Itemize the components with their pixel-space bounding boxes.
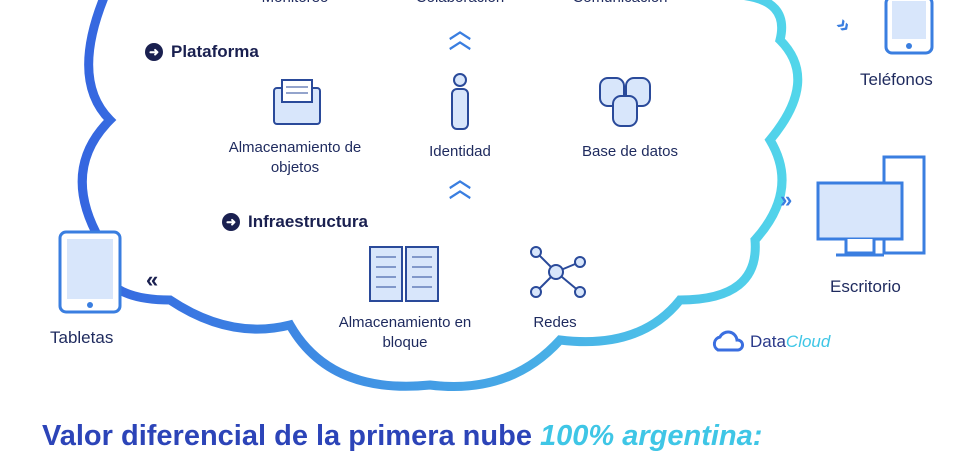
tablet-icon — [58, 230, 122, 314]
infrastructure-heading: ➜ Infraestructura — [222, 212, 368, 232]
infrastructure-title: Infraestructura — [248, 212, 368, 231]
network-label: Redes — [533, 314, 577, 331]
cloud-logo-icon — [712, 330, 745, 352]
arrow-right-icon: ➜ — [145, 43, 163, 61]
identity-label: Identidad — [429, 143, 491, 160]
arrow-right-icon: ➜ — [222, 213, 240, 231]
headline: Valor diferencial de la primera nube 100… — [42, 420, 762, 453]
network-icon — [530, 246, 586, 298]
tablets-label: Tabletas — [50, 328, 114, 347]
communication-label: Comunicación — [550, 0, 690, 8]
database-label: Base de datos — [582, 143, 678, 160]
chevron-up-icon: ︿︿ — [449, 167, 472, 202]
platform-title: Plataforma — [171, 42, 259, 61]
platform-heading: ➜ Plataforma — [145, 42, 259, 62]
phones-label: Teléfonos — [860, 70, 933, 89]
collaboration-label: Colaboración — [390, 0, 530, 8]
headline-main: Valor diferencial de la primera nube — [42, 420, 541, 452]
headline-highlight: 100% argentina: — [540, 420, 763, 452]
object-storage-label: Almacenamiento de objetos — [228, 139, 362, 176]
folder-icon — [273, 79, 321, 125]
chevron-up-icon: ︿︿ — [449, 18, 472, 53]
person-icon — [451, 73, 469, 130]
monitoring-label: Monitoreo — [230, 0, 360, 8]
arrow-chevrons-icon: » — [780, 187, 793, 212]
server-rack-icon — [369, 246, 439, 302]
phone-icon — [884, 0, 934, 55]
logo-text: Data — [750, 332, 786, 351]
logo-text-accent: Cloud — [785, 332, 831, 351]
arrow-chevrons-icon: « — [146, 267, 159, 292]
desktop-label: Escritorio — [830, 277, 901, 296]
desktop-icon — [816, 155, 926, 257]
database-icon — [599, 77, 651, 127]
block-storage-label: Almacenamiento en bloque — [338, 314, 472, 351]
